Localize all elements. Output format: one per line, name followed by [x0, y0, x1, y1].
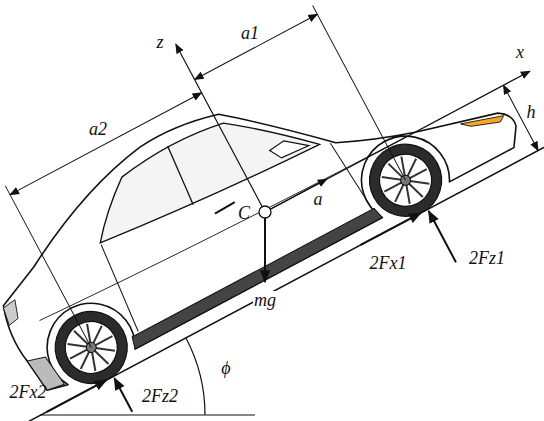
- point-label: C: [237, 204, 251, 222]
- side-sill: [129, 207, 382, 349]
- side-window: [75, 83, 319, 257]
- spokes: [374, 149, 438, 212]
- car-body: [0, 0, 525, 397]
- dimension-label: a1: [240, 24, 260, 42]
- hub: [399, 174, 413, 188]
- dimension-label: a2: [88, 120, 108, 138]
- force-arrow: [46, 380, 106, 412]
- dimension-line: [503, 85, 538, 150]
- spoke: [388, 157, 422, 204]
- angle-arc: [186, 338, 205, 416]
- x-axis: [265, 71, 530, 212]
- spoke: [388, 157, 422, 204]
- z-axis: [176, 44, 265, 212]
- door-handle: [214, 202, 235, 214]
- door-line: [330, 140, 371, 210]
- dimension-line: [195, 14, 318, 79]
- force-label: 2Fx2: [9, 383, 48, 401]
- force-label: mg: [253, 291, 277, 309]
- extension-line: [5, 186, 91, 348]
- extension-line: [313, 5, 406, 180]
- horizontal-reference: [40, 414, 255, 415]
- force-label: 2Fx1: [369, 254, 408, 272]
- acceleration-arrow: [270, 179, 327, 209]
- dimension-label: h: [526, 103, 537, 121]
- force-label: 2Fz1: [468, 249, 506, 267]
- force-arrow: [429, 211, 456, 262]
- weight-arrow: [264, 218, 266, 282]
- tail-light: [0, 300, 24, 326]
- angle-label: ϕ: [220, 359, 231, 377]
- force-label: 2Fz2: [141, 387, 179, 405]
- acceleration-label: a: [313, 190, 324, 208]
- force-arrow: [114, 378, 132, 412]
- side-mirror: [269, 131, 309, 162]
- axis-label: z: [155, 33, 164, 51]
- rim: [370, 145, 440, 215]
- axis-label: x: [515, 43, 525, 61]
- spoke: [382, 159, 429, 202]
- mass-center: [259, 206, 271, 218]
- dimension-line: [10, 93, 202, 195]
- force-arrow: [361, 213, 421, 245]
- headlight: [461, 104, 506, 139]
- window-pillar: [163, 146, 197, 205]
